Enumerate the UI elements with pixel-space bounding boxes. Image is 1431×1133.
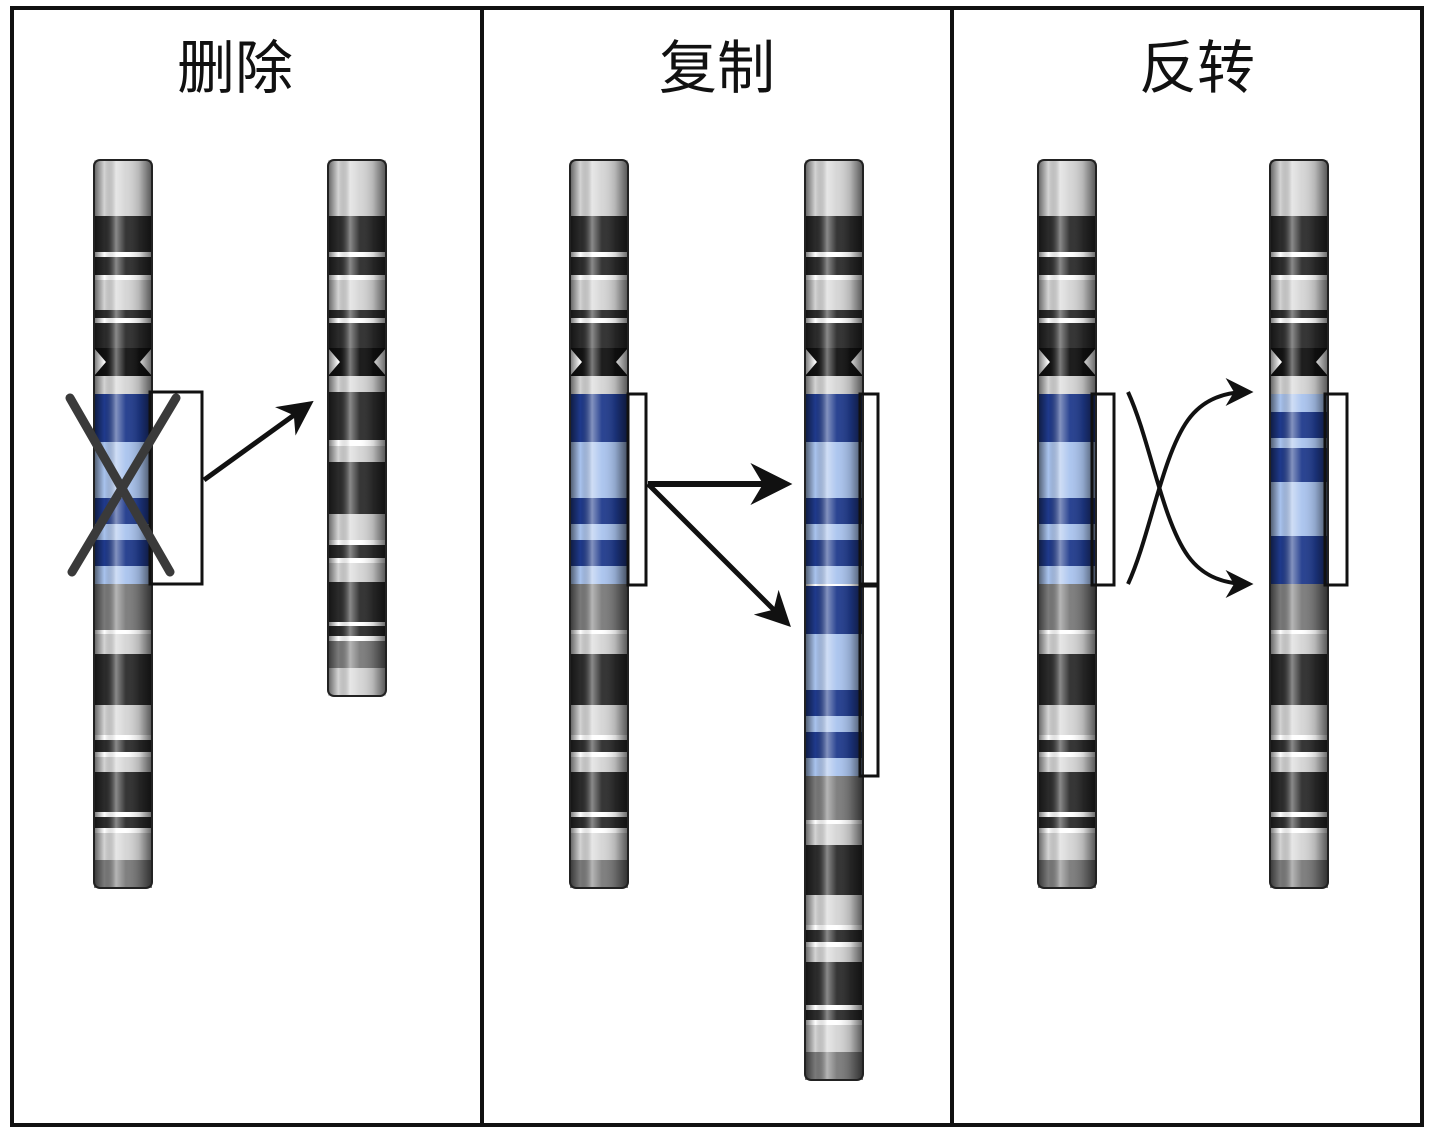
chromosome-outline: [1269, 159, 1329, 889]
chromosome-after-inversion: [1269, 159, 1329, 889]
chromosome-shading: [1038, 160, 1096, 888]
panel-border-deletion: [10, 6, 484, 1127]
panel-border-duplication: [480, 6, 954, 1127]
chromosome-outline: [93, 159, 153, 889]
chromosome-shading: [1270, 160, 1328, 888]
panel-title-deletion: 删除: [177, 34, 293, 102]
chromosome-original-inversion: [1037, 159, 1097, 889]
duplicated-segment-bracket-copy-1: [858, 392, 880, 586]
chromosome-shading: [805, 160, 863, 1080]
inverted-segment-bracket-result: [1323, 392, 1349, 587]
duplicated-segment-bracket-copy-2: [858, 584, 880, 778]
chromosome-original-deletion: [93, 159, 153, 889]
deleted-segment-bracket: [148, 390, 204, 586]
cross-icon: [65, 393, 181, 577]
chromosome-original-duplication: [569, 159, 629, 889]
chromosome-after-duplication: [804, 159, 864, 1081]
arrow-icon: [202, 400, 314, 483]
panel-border-inversion: [950, 6, 1424, 1127]
chromosome-after-deletion: [327, 159, 387, 697]
chromosome-outline: [327, 159, 387, 697]
inverted-segment-bracket-source: [1090, 392, 1116, 587]
chromosome-shading: [570, 160, 628, 888]
chromosome-outline: [804, 159, 864, 1081]
panel-title-inversion: 反转: [1139, 34, 1255, 102]
chromosome-shading: [328, 160, 386, 696]
arrow-icon: [1126, 378, 1254, 585]
panel-title-duplication: 复制: [659, 34, 775, 102]
duplicated-segment-bracket-source: [626, 392, 648, 587]
chromosome-shading: [94, 160, 152, 888]
arrow-icon: [646, 482, 791, 627]
chromosome-outline: [1037, 159, 1097, 889]
arrow-icon: [1126, 391, 1254, 598]
